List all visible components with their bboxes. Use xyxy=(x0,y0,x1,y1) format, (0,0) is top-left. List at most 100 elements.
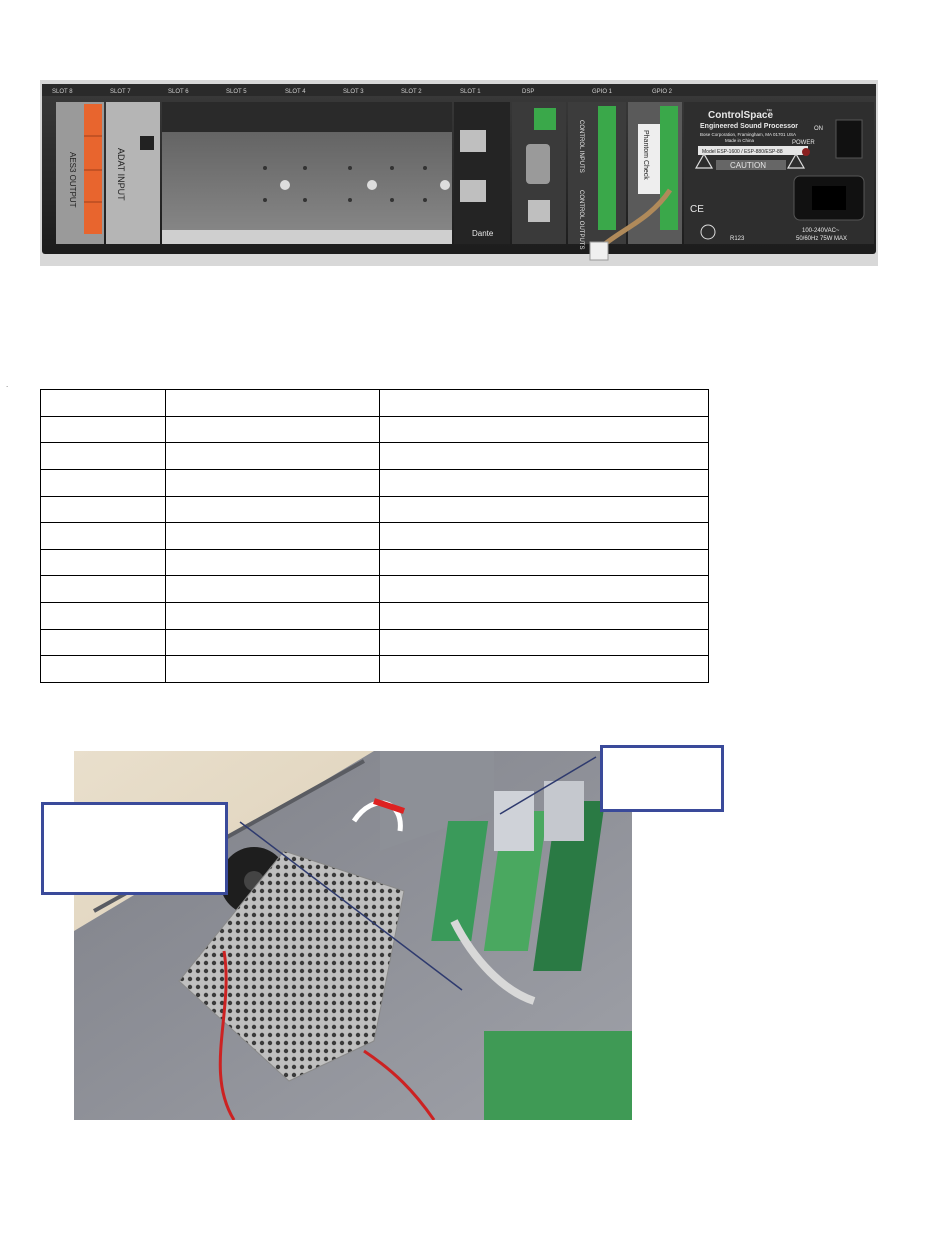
control-inputs-label: CONTROL INPUTS xyxy=(578,120,584,173)
slot-label: SLOT 1 xyxy=(460,89,481,95)
model-plate xyxy=(698,146,808,155)
table-cell xyxy=(379,468,709,497)
table-cell xyxy=(40,628,166,657)
empty-data-table xyxy=(40,389,709,683)
adat-input-label: ADAT INPUT xyxy=(116,148,126,201)
serial-port xyxy=(526,144,550,184)
rear-panel-photo: SLOT 8 SLOT 7 SLOT 6 SLOT 5 SLOT 4 SLOT … xyxy=(40,80,878,266)
metal-bracket xyxy=(544,781,584,841)
table-row xyxy=(40,575,709,603)
table-cell xyxy=(165,468,380,497)
table-cell xyxy=(40,468,166,497)
stray-mark: . xyxy=(6,380,9,389)
table-row xyxy=(40,389,709,417)
aes3-output-label: AES3 OUTPUT xyxy=(68,152,77,208)
terminal-block-orange xyxy=(84,104,102,234)
power-on-label: ON xyxy=(814,126,823,132)
model-line: Model ESP-1600 / ESP-880/ESP-88 xyxy=(702,149,783,155)
product-name: Engineered Sound Processor xyxy=(700,123,798,130)
table-row xyxy=(40,522,709,550)
table-row xyxy=(40,415,709,444)
slot-label: DSP xyxy=(522,89,534,95)
slot-labels: SLOT 8 SLOT 7 SLOT 6 SLOT 5 SLOT 4 SLOT … xyxy=(52,89,673,95)
table-cell xyxy=(165,415,380,444)
ethernet-port-secondary xyxy=(460,180,486,202)
network-port xyxy=(528,200,550,222)
table-cell xyxy=(40,548,166,577)
slot-label: SLOT 2 xyxy=(401,89,422,95)
table-row xyxy=(40,468,709,497)
power-led xyxy=(802,148,810,156)
table-cell xyxy=(165,442,380,470)
callout-box-right xyxy=(600,745,724,812)
brand-name: ControlSpace xyxy=(708,110,773,121)
power-label: POWER xyxy=(792,140,815,146)
terminal-block-green xyxy=(534,108,556,130)
adat-input-card: ADAT INPUT xyxy=(106,102,160,244)
dante-card: Dante xyxy=(454,102,510,244)
table-cell xyxy=(379,522,709,550)
table-cell xyxy=(379,575,709,603)
table-cell xyxy=(165,655,380,683)
control-outputs-label: CONTROL OUTPUTS xyxy=(578,190,584,249)
table-row xyxy=(40,628,709,657)
table-cell xyxy=(379,389,709,417)
table-cell xyxy=(40,495,166,524)
ce-mark: CE xyxy=(690,204,704,215)
slot-label: SLOT 4 xyxy=(285,89,306,95)
table-cell xyxy=(40,442,166,470)
optical-port xyxy=(140,136,154,150)
callout-box-left xyxy=(41,802,228,895)
table-cell xyxy=(165,522,380,550)
slot-label: SLOT 8 xyxy=(52,89,73,95)
table-cell xyxy=(379,602,709,630)
phantom-check-label-plate xyxy=(638,124,660,194)
slot-label: GPIO 1 xyxy=(592,89,613,95)
caution-title: CAUTION xyxy=(730,161,766,170)
table-row xyxy=(40,442,709,470)
cable-connector xyxy=(589,241,609,261)
terminal-block-green xyxy=(660,106,678,230)
table-cell xyxy=(40,655,166,683)
table-cell xyxy=(165,548,380,577)
warning-triangle-icon xyxy=(694,152,714,169)
ac-rating-line-1: 100-240VAC~ xyxy=(802,228,840,234)
table-cell xyxy=(165,628,380,657)
dante-label: Dante xyxy=(472,229,494,238)
slot-label: SLOT 5 xyxy=(226,89,247,95)
slot-label: GPIO 2 xyxy=(652,89,673,95)
slot-label: SLOT 6 xyxy=(168,89,189,95)
gpio-2-card: Phantom Check xyxy=(589,102,682,261)
table-row xyxy=(40,495,709,524)
table-cell xyxy=(379,548,709,577)
table-row xyxy=(40,602,709,630)
table-cell xyxy=(379,655,709,683)
table-cell xyxy=(165,602,380,630)
slot-label: SLOT 3 xyxy=(343,89,364,95)
circuit-board xyxy=(533,801,605,971)
table-cell xyxy=(40,415,166,444)
red-wire xyxy=(363,1049,436,1120)
metal-bracket xyxy=(494,791,534,851)
table-cell xyxy=(40,602,166,630)
red-connector xyxy=(373,798,405,814)
power-label-area: ControlSpace ™ Engineered Sound Processo… xyxy=(684,102,874,244)
main-circuit-board xyxy=(484,1031,632,1120)
dsp-card xyxy=(512,102,566,244)
brand-trademark: ™ xyxy=(766,108,772,115)
empty-slot-bay xyxy=(162,102,452,244)
table-cell xyxy=(165,495,380,524)
table-row xyxy=(40,655,709,683)
r-code: R123 xyxy=(730,236,745,242)
slot-label: SLOT 7 xyxy=(110,89,131,95)
table-cell xyxy=(40,575,166,603)
company-line: Bose Corporation, Framingham, MA 01701 U… xyxy=(700,132,796,137)
terminal-block-green xyxy=(598,106,616,230)
table-cell xyxy=(40,389,166,417)
table-cell xyxy=(40,522,166,550)
caution-plate xyxy=(716,160,786,170)
red-wire xyxy=(218,950,236,1120)
table-cell xyxy=(165,389,380,417)
table-cell xyxy=(379,415,709,444)
ethernet-port-primary xyxy=(460,130,486,152)
